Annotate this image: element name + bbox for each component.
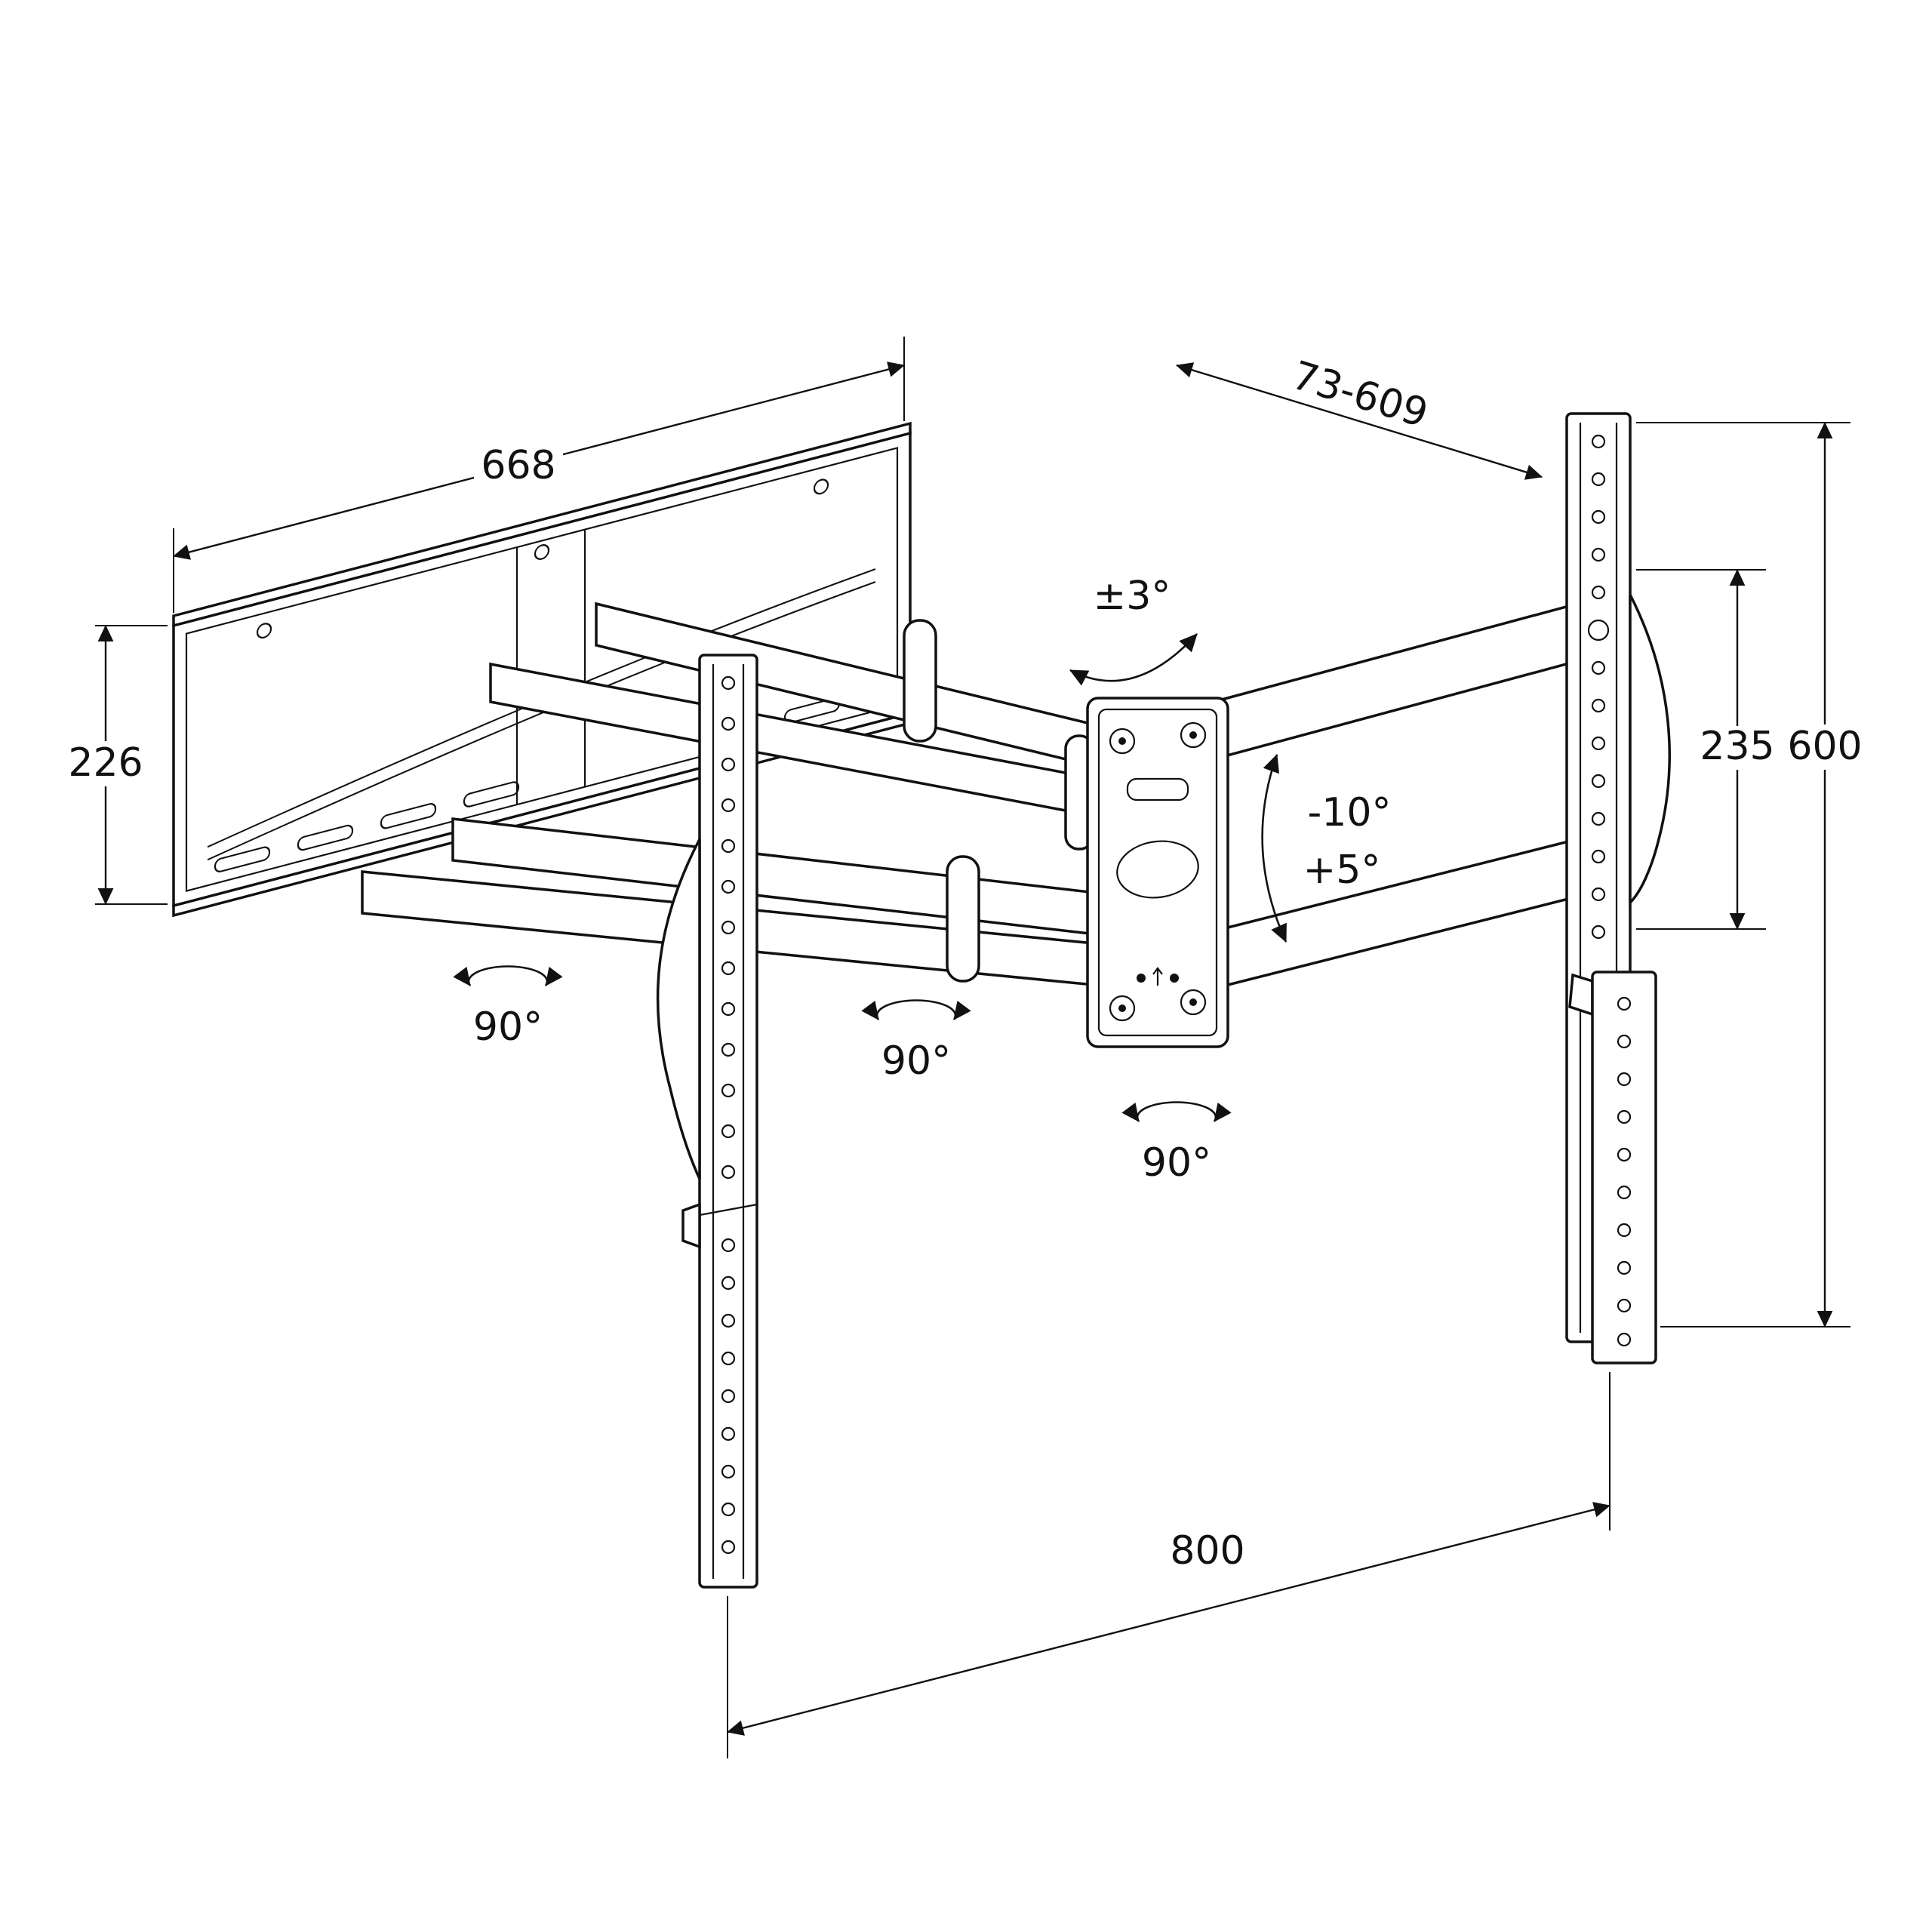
vesa-adapter-plate: [1086, 697, 1229, 1048]
right-upper-beam: [1217, 601, 1579, 760]
angle-label-swivel-center: 90°: [881, 1038, 951, 1084]
wall-plate-stiffener-curve: [207, 580, 876, 861]
right-lower-beam: [1217, 837, 1579, 989]
dim-label-extension-range: 73-609: [1287, 353, 1433, 437]
swivel-arrow: [453, 965, 563, 986]
dim-hole-span: 235: [1636, 569, 1781, 930]
swivel-arrow: [861, 999, 971, 1020]
access-hole: [1116, 840, 1199, 899]
left-rail-handle: [656, 838, 701, 1180]
wall-plate-stiffener-curve: [207, 568, 876, 848]
dim-label-hole-span: 235: [1700, 724, 1774, 769]
vesa-plate-inner: [1097, 708, 1218, 1037]
right-rail-holes: [1587, 434, 1610, 940]
pivot-cylinder-lower: [946, 855, 980, 983]
dim-rail-height: 600: [1636, 422, 1870, 1327]
left-rail-bar: [698, 654, 758, 1589]
right-rail-hook: [1568, 973, 1594, 1017]
tilt-angle-annotation: -10° +5°: [1261, 753, 1392, 943]
left-tv-rail: [656, 654, 758, 1589]
swivel-arrow: [1121, 1101, 1232, 1122]
angle-label-tilt-down: -10°: [1308, 790, 1392, 835]
level-angle-annotation: ±3°: [1069, 574, 1198, 686]
angle-label-level: ±3°: [1094, 574, 1171, 619]
cable-slot: [1126, 777, 1189, 801]
swivel-annotation-center: 90°: [861, 999, 971, 1084]
dimension-line: [727, 1502, 1611, 1736]
label-backing: [1694, 726, 1781, 770]
level-angle-arrow: [1069, 633, 1198, 686]
dim-label-wall-plate-height: 226: [68, 740, 143, 786]
angle-label-swivel-left: 90°: [473, 1004, 543, 1050]
tilt-angle-arrow: [1261, 753, 1287, 943]
dim-extension-range: 73-609: [1176, 353, 1543, 480]
right-tv-rail: [1565, 412, 1671, 1364]
dim-label-wall-plate-width: 668: [481, 443, 555, 488]
label-backing: [1780, 724, 1870, 770]
left-rail-lock-tab: [681, 1202, 701, 1249]
dim-label-rail-span: 800: [1170, 1528, 1244, 1574]
angle-label-swivel-right: 90°: [1142, 1140, 1211, 1186]
dim-rail-span: 800: [727, 1372, 1611, 1758]
pivot-cylinder-upper: [903, 619, 937, 743]
right-rail-extension-holes: [1617, 996, 1632, 1347]
swivel-annotation-left: 90°: [453, 965, 563, 1050]
vesa-plate-screws: [1109, 721, 1207, 1022]
swivel-annotation-right: 90°: [1121, 1101, 1232, 1186]
right-arm-beams: [1217, 601, 1579, 989]
label-backing: [62, 741, 149, 786]
right-rail-extension: [1591, 971, 1657, 1364]
dim-wall-plate-height: 226: [62, 625, 168, 905]
dim-label-rail-height: 600: [1787, 724, 1862, 769]
label-backing: [474, 444, 563, 489]
vesa-plate-outer: [1086, 697, 1229, 1048]
dim-wall-plate-width: 668: [173, 337, 905, 613]
angle-label-tilt-up: +5°: [1303, 848, 1381, 893]
right-rail-handle: [1629, 594, 1671, 906]
dimension-line: [1176, 362, 1543, 480]
level-indicator-icon: [1137, 967, 1179, 986]
left-rail-joint-line: [699, 1203, 758, 1217]
